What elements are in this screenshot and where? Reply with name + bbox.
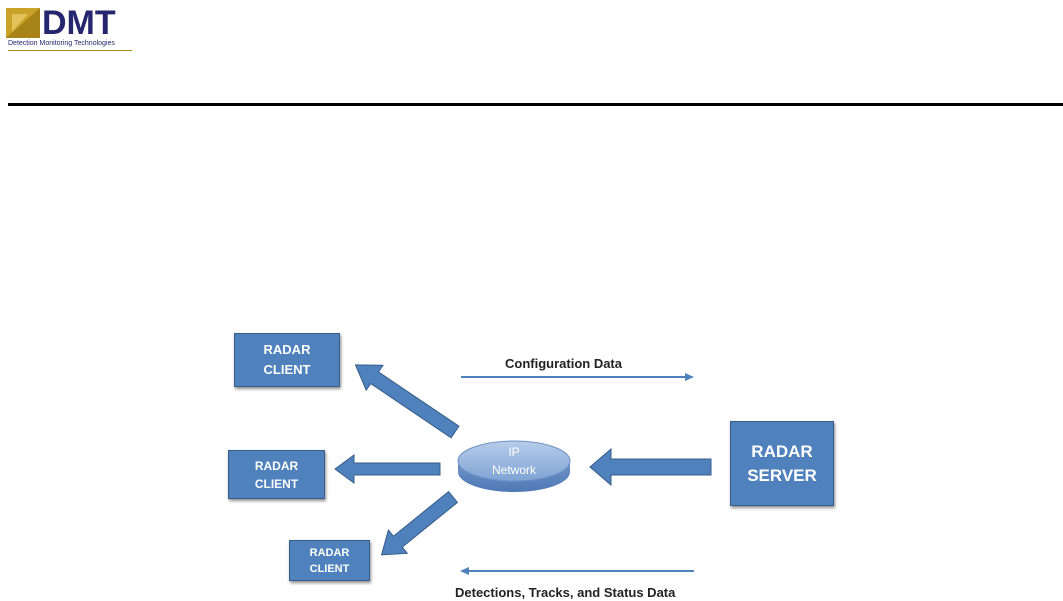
client-2-label-line1: RADAR (255, 457, 298, 475)
radar-client-box-2: RADAR CLIENT (228, 450, 325, 499)
client-2-label-line2: CLIENT (255, 475, 298, 493)
ip-network-node: IP Network (458, 441, 570, 492)
radar-server-box: RADAR SERVER (730, 421, 834, 506)
server-label-line1: RADAR (751, 440, 812, 464)
client-1-label-line1: RADAR (264, 340, 311, 360)
detections-data-label: Detections, Tracks, and Status Data (455, 585, 675, 600)
radar-client-box-3: RADAR CLIENT (289, 540, 370, 581)
arrow-server-to-network (590, 449, 711, 485)
detections-flow-arrow (460, 567, 694, 575)
arrow-to-client-1 (347, 352, 463, 444)
network-label-line1: IP (508, 445, 519, 459)
configuration-data-label: Configuration Data (505, 356, 622, 371)
client-3-label-line2: CLIENT (310, 561, 350, 577)
configuration-flow-arrow (461, 373, 694, 381)
arrow-to-client-3 (372, 485, 462, 566)
arrow-to-client-2 (335, 455, 440, 483)
radar-client-box-1: RADAR CLIENT (234, 333, 340, 387)
server-label-line2: SERVER (747, 464, 817, 488)
client-3-label-line1: RADAR (310, 545, 350, 561)
network-label-line2: Network (492, 463, 537, 477)
client-1-label-line2: CLIENT (264, 360, 311, 380)
